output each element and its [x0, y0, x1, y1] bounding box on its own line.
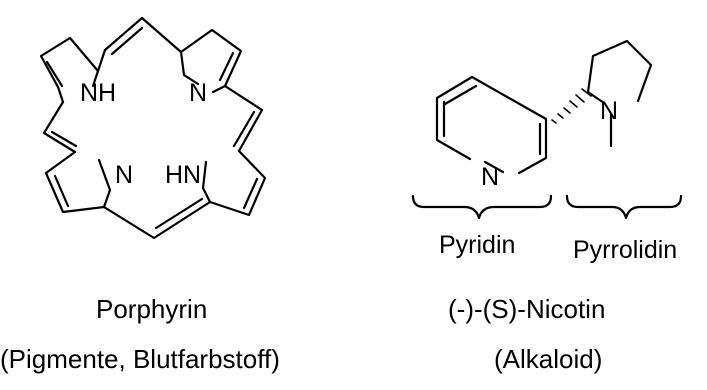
stereo-hash-bond [551, 88, 592, 124]
n-top-atom: N [189, 79, 207, 107]
nicotine-name: (-)-(S)-Nicotin [448, 294, 605, 324]
nicotine-subtitle: (Alkaloid) [494, 344, 602, 374]
pyrrolidine-brace [565, 194, 683, 220]
pyridine-n-atom: N [481, 163, 499, 191]
porphyrin-subtitle: (Pigmente, Blutfarbstoff) [0, 344, 280, 374]
porphyrin-name: Porphyrin [96, 294, 207, 324]
pyrrolidine-label: Pyrrolidin [573, 236, 677, 264]
hn-bottom-atom: HN [165, 161, 201, 189]
nh-top-atom: NH [80, 79, 116, 107]
pyridine-label: Pyridin [439, 231, 515, 259]
nicotine-structure: N N [435, 39, 653, 191]
pyrrolidine-n-atom: N [600, 97, 618, 125]
pyridine-brace [411, 194, 553, 220]
porphyrin-structure: NH N N HN [39, 16, 267, 240]
n-bottom-atom: N [115, 161, 133, 189]
